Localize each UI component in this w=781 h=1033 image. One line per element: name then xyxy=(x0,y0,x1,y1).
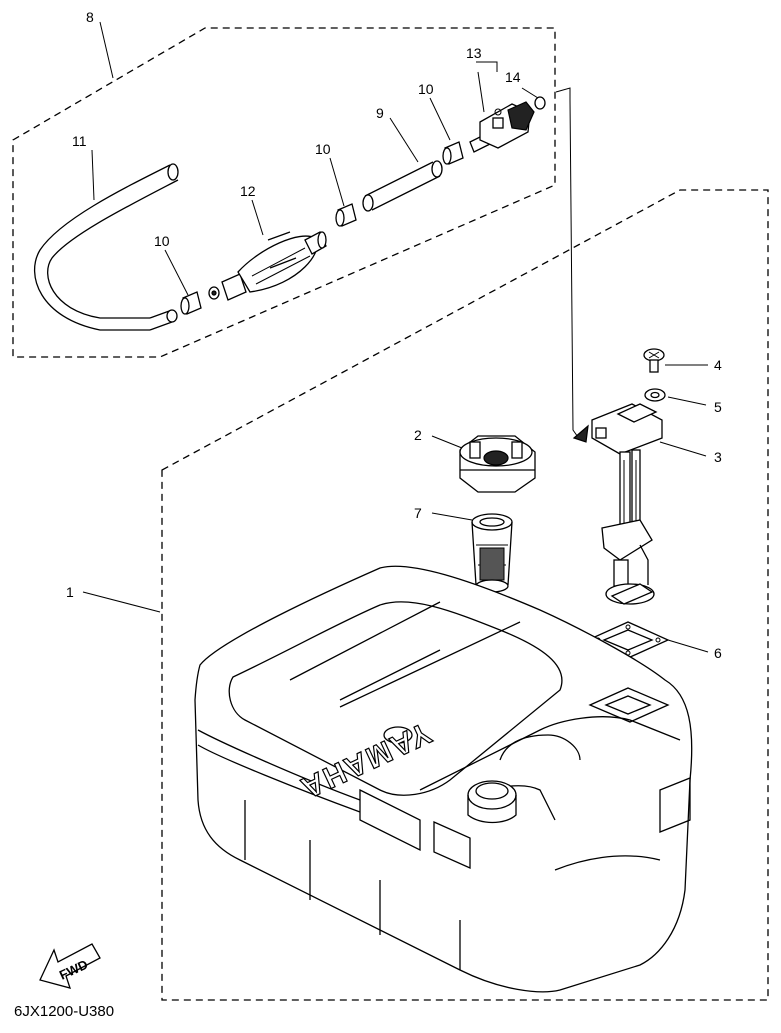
callout-10-upper: 10 xyxy=(418,81,434,97)
callout-6: 6 xyxy=(714,645,722,661)
callout-4: 4 xyxy=(714,357,722,373)
connection-path xyxy=(555,87,581,441)
callout-12: 12 xyxy=(240,183,256,199)
callout-8: 8 xyxy=(86,9,94,25)
callout-13: 13 xyxy=(466,45,482,61)
hose-clamp-upper xyxy=(442,141,464,165)
connection-arrow-head xyxy=(572,424,589,443)
o-ring xyxy=(534,96,546,110)
fuel-connector xyxy=(469,101,535,153)
fuel-hose xyxy=(33,163,179,331)
strainer-mesh xyxy=(479,547,505,581)
callout-3: 3 xyxy=(714,449,722,465)
fuel-cap xyxy=(459,435,536,493)
callout-1: 1 xyxy=(66,584,74,600)
callout-9: 9 xyxy=(376,105,384,121)
callout-2: 2 xyxy=(414,427,422,443)
callout-7: 7 xyxy=(414,505,422,521)
short-hose xyxy=(362,160,443,212)
tank-assembly-boundary xyxy=(161,189,769,1001)
fwd-arrow: FWD xyxy=(39,943,101,989)
fuel-tank: YAMAHA xyxy=(194,565,693,993)
callout-11: 11 xyxy=(72,133,87,149)
callout-10-middle: 10 xyxy=(315,141,331,157)
screw xyxy=(643,348,665,373)
callout-5: 5 xyxy=(714,399,722,415)
fuel-strainer xyxy=(471,513,513,593)
primer-bulb xyxy=(208,231,327,301)
callout-14: 14 xyxy=(505,69,521,85)
callout-10-lower: 10 xyxy=(154,233,170,249)
hose-assembly-boundary xyxy=(12,27,556,358)
callouts: 8 11 12 10 10 9 10 13 14 4 5 3 2 7 1 6 xyxy=(66,9,722,661)
hose-clamp-lower xyxy=(180,291,202,315)
drawing-code: 6JX1200-U380 xyxy=(14,1003,114,1020)
washer xyxy=(644,388,666,402)
leader-lines xyxy=(82,21,709,653)
fuel-gauge xyxy=(591,403,663,605)
hose-clamp-middle xyxy=(335,203,357,227)
